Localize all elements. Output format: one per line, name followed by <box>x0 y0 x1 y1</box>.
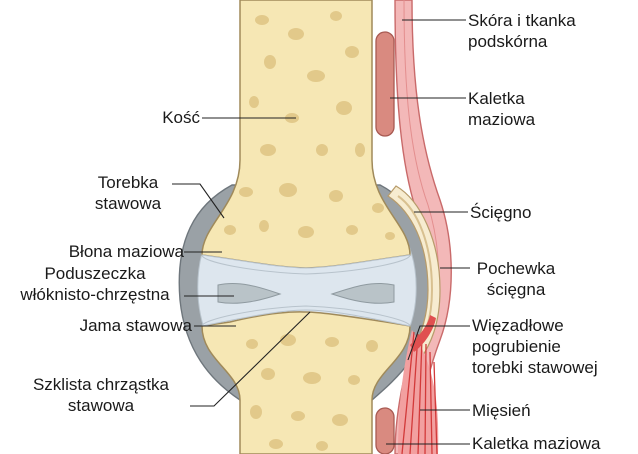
label-bursa-top-line1: Kaletka <box>468 88 535 109</box>
label-synovial-membrane: Błona maziowa <box>69 241 184 262</box>
label-tendon-sheath-line1: Pochewka <box>472 258 560 279</box>
label-cartilage: Szklista chrząstka stawowa <box>12 374 190 416</box>
label-bursa-bottom: Kaletka maziowa <box>472 433 601 454</box>
label-skin-line2: podskórna <box>468 31 576 52</box>
bursa-bottom <box>376 408 394 454</box>
label-bone: Kość <box>162 107 200 128</box>
label-skin-line1: Skóra i tkanka <box>468 10 576 31</box>
label-meniscus: Poduszeczka włóknisto-chrzęstna <box>6 263 184 305</box>
label-ligament-line1: Więzadłowe <box>472 315 598 336</box>
label-ligament: Więzadłowe pogrubienie torebki stawowej <box>472 315 598 378</box>
label-ligament-line3: torebki stawowej <box>472 357 598 378</box>
label-capsule-line2: stawowa <box>84 193 172 214</box>
label-tendon: Ścięgno <box>470 202 531 223</box>
label-capsule-line1: Torebka <box>84 172 172 193</box>
label-muscle: Mięsień <box>472 400 531 421</box>
label-bursa-top-line2: maziowa <box>468 109 535 130</box>
label-meniscus-line1: Poduszeczka <box>6 263 184 284</box>
label-ligament-line2: pogrubienie <box>472 336 598 357</box>
label-cartilage-line2: stawowa <box>12 395 190 416</box>
label-meniscus-line2: włóknisto-chrzęstna <box>6 284 184 305</box>
label-capsule: Torebka stawowa <box>84 172 172 214</box>
label-skin: Skóra i tkanka podskórna <box>468 10 576 52</box>
label-tendon-sheath-line2: ścięgna <box>472 279 560 300</box>
label-bursa-top: Kaletka maziowa <box>468 88 535 130</box>
label-cartilage-line1: Szklista chrząstka <box>12 374 190 395</box>
label-joint-cavity: Jama stawowa <box>80 315 192 336</box>
bursa-top <box>376 32 394 136</box>
label-tendon-sheath: Pochewka ścięgna <box>472 258 560 300</box>
